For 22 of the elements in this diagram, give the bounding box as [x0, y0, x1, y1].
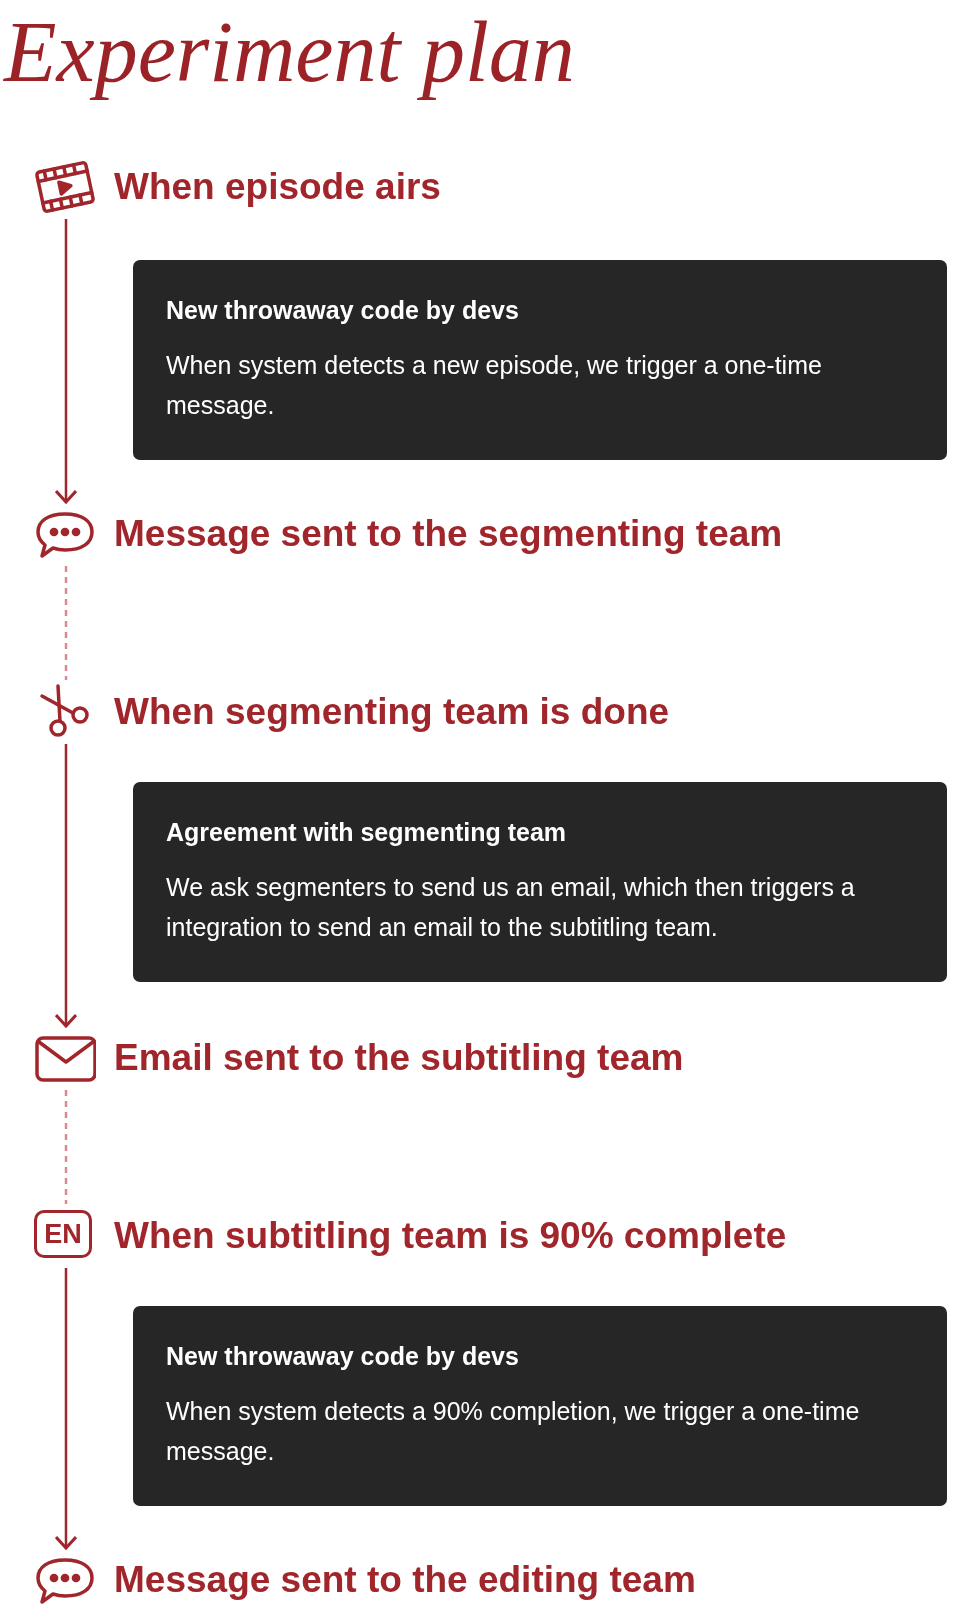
- info-card: [133, 260, 947, 460]
- arrow: [54, 1268, 78, 1550]
- step-heading: When episode airs: [114, 166, 441, 208]
- language-label: EN: [34, 1210, 92, 1258]
- step-heading: Message sent to the segmenting team: [114, 513, 783, 555]
- card-text: When system detects a 90% completion, we trigger a one-time message.: [166, 1396, 861, 1467]
- step-heading: When segmenting team is done: [114, 691, 670, 733]
- card-heading: New throwaway code by devs: [166, 1342, 520, 1371]
- step-heading: When subtitling team is 90% complete: [114, 1215, 787, 1257]
- arrow: [54, 219, 78, 504]
- step-heading: Message sent to the editing team: [114, 1559, 696, 1601]
- info-card: [133, 782, 947, 982]
- info-card: [133, 1306, 947, 1506]
- page-title: Experiment plan: [4, 3, 575, 102]
- dashed-connector: [64, 566, 68, 680]
- card-heading: New throwaway code by devs: [166, 296, 520, 325]
- dashed-connector: [64, 1090, 68, 1204]
- arrow: [54, 744, 78, 1028]
- card-heading: Agreement with segmenting team: [166, 818, 568, 847]
- card-text: We ask segmenters to send us an email, which then triggers a integration to send an email to the subtitling team.: [166, 872, 856, 943]
- step-heading: Email sent to the subtitling team: [114, 1037, 684, 1079]
- card-text: When system detects a new episode, we trigger a one-time message.: [166, 350, 823, 421]
